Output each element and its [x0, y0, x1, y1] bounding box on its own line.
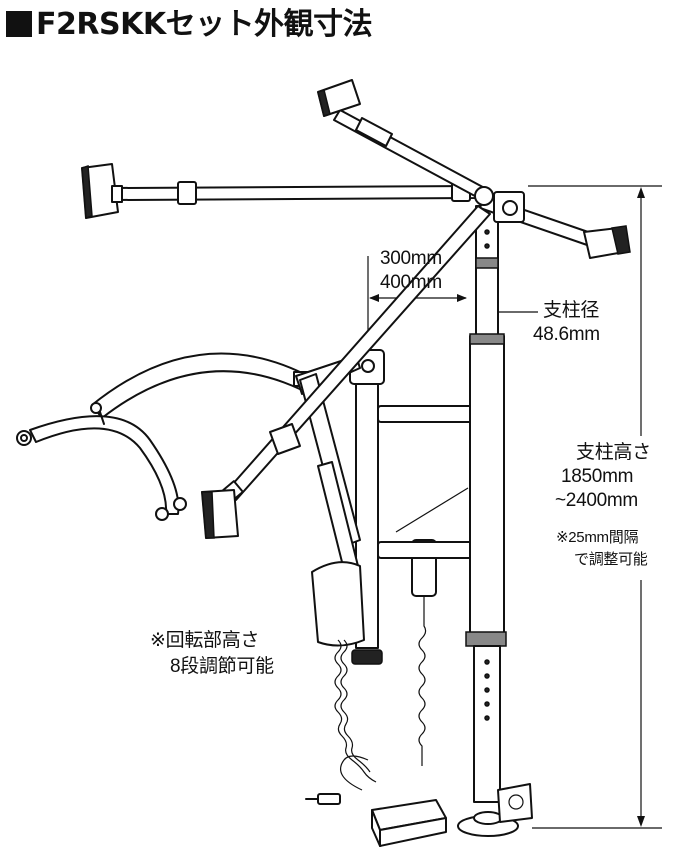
pole-height-max: ~2400mm — [555, 490, 638, 511]
pitch-note-line-1: ※25mm間隔 — [556, 529, 639, 546]
pitch-note-line-2: で調整可能 — [574, 551, 648, 568]
page-title: F2RSKKセット外観寸法 — [6, 6, 373, 44]
pole-diameter-value: 48.6mm — [533, 324, 600, 345]
main-pole — [457, 205, 533, 837]
pole-height-min: 1850mm — [561, 466, 634, 487]
title-square-icon — [6, 11, 32, 37]
height-dimension — [528, 185, 662, 829]
pole-height-label: 支柱高さ — [576, 442, 651, 463]
lift-mast — [295, 349, 447, 847]
rotation-note-line-2: 8段調節可能 — [170, 656, 274, 677]
offset-dimension-300: 300mm — [380, 248, 442, 269]
title-text: F2RSKKセット外観寸法 — [36, 7, 373, 42]
rotation-note-line-1: ※回転部高さ — [150, 630, 260, 651]
pole-diameter-label: 支柱径 — [543, 300, 600, 321]
ceiling-arms — [81, 79, 631, 539]
sling-hanger — [16, 352, 313, 521]
offset-dimension-400: 400mm — [380, 272, 442, 293]
connecting-bars — [377, 405, 479, 559]
